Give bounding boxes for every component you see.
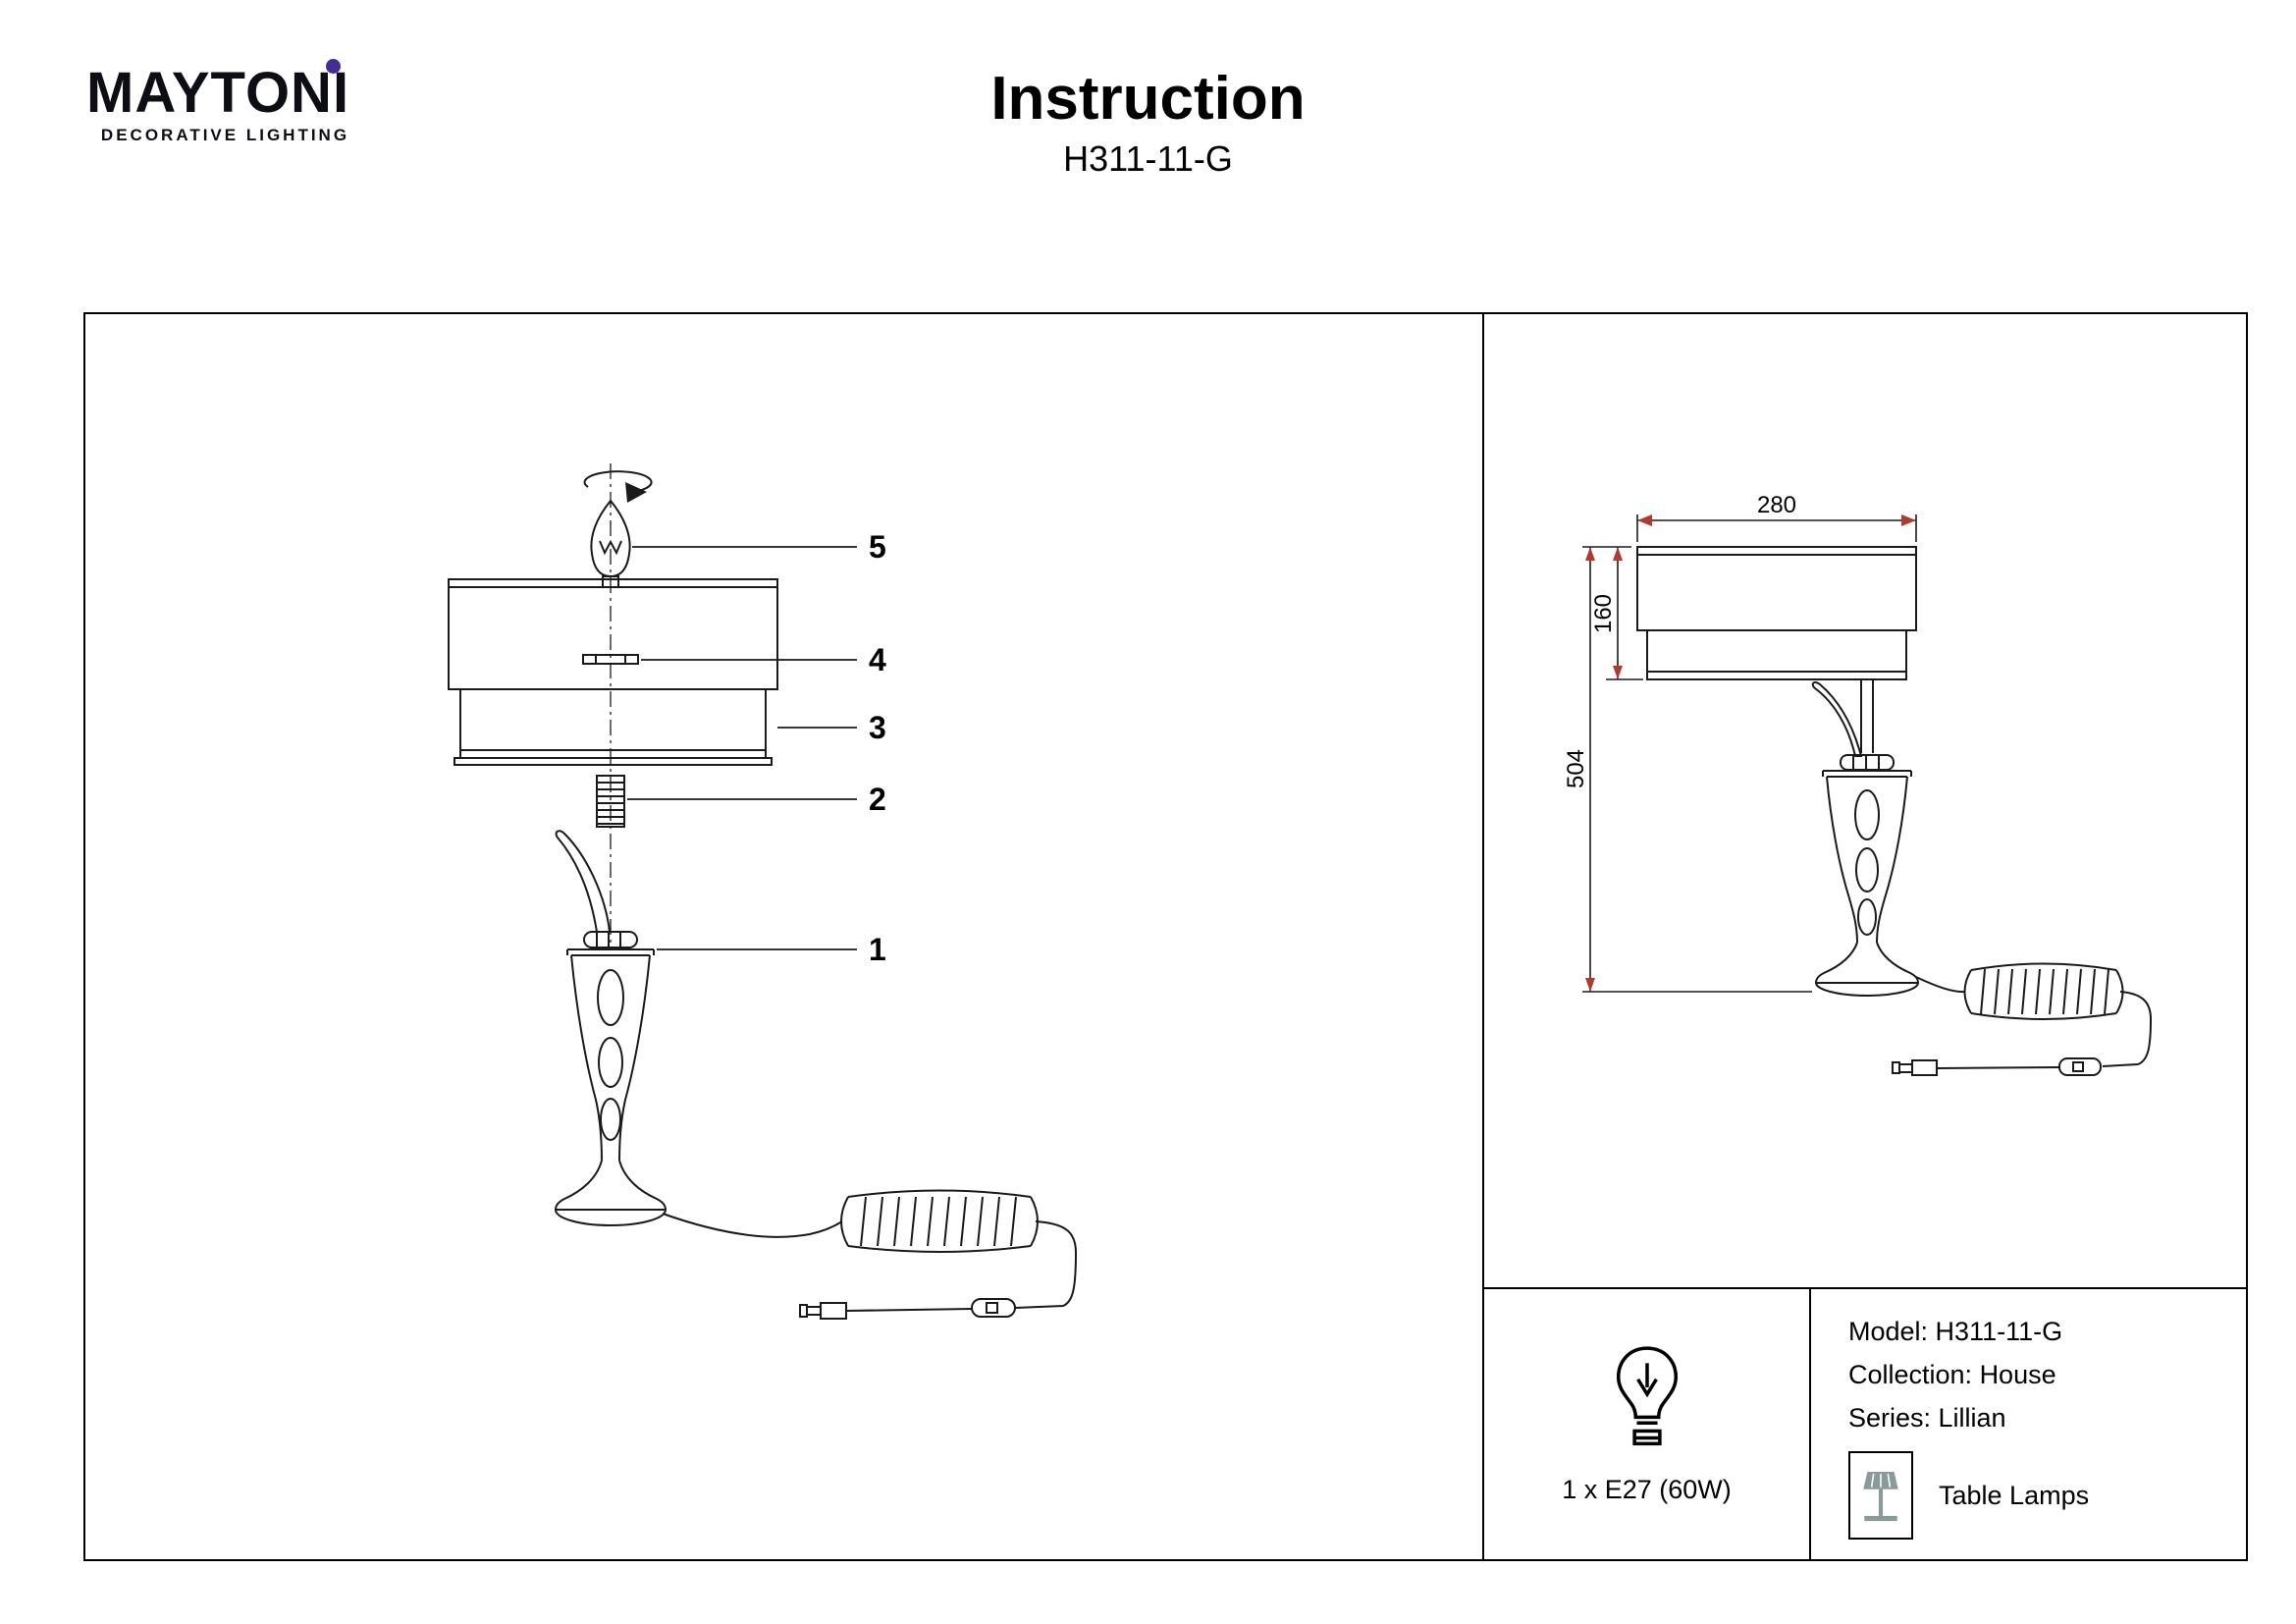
maytoni-logo: MAYTONI DECORATIVE LIGHTING (86, 59, 350, 145)
exploded-view-drawing: 5 4 3 2 1 (448, 463, 1078, 1320)
title-block: Instruction H311-11-G (0, 67, 2296, 180)
table-lamp-icon (1863, 1471, 1898, 1522)
page-title: Instruction (990, 65, 1306, 133)
dimension-width-label: 280 (1757, 492, 1796, 518)
part-label-2: 2 (869, 782, 886, 817)
model-number: H311-11-G (1063, 138, 1233, 180)
logo-dot-icon (326, 59, 342, 74)
inline-switch (971, 1298, 1016, 1318)
logo-wordmark: MAYTONI (86, 61, 350, 125)
dimensions-panel: 280 160 504 1 x E27 (60W) (1484, 312, 2248, 1561)
logo-tagline: DECORATIVE LIGHTING (100, 126, 350, 144)
bulb-icon (1616, 1346, 1678, 1446)
rotation-arrow-icon (583, 470, 653, 503)
dimension-arrows (1585, 514, 1916, 992)
model-line: Model: H311-11-G (1848, 1317, 2063, 1346)
power-cord-assembled (1892, 962, 2153, 1076)
dimension-drawing-area: 280 160 504 (1484, 314, 2246, 1287)
dimension-lines (1582, 514, 1917, 993)
assembled-body (1811, 679, 1919, 998)
product-type-row: Table Lamps (1848, 1451, 2246, 1540)
bulb-spec-cell: 1 x E27 (60W) (1484, 1289, 1811, 1559)
assembled-shade (1636, 546, 1917, 680)
collection-line: Collection: House (1848, 1360, 2056, 1389)
part-label-1: 1 (869, 932, 886, 967)
dimension-total-height-label: 504 (1563, 749, 1589, 788)
bulb-spec-text: 1 x E27 (60W) (1562, 1475, 1732, 1504)
power-plug-assembled (1892, 1059, 1938, 1076)
lamp-body-part (555, 830, 667, 1227)
shade-bracket-part (582, 654, 639, 665)
lampshade-part (448, 578, 778, 766)
threaded-rod-part (596, 775, 625, 828)
power-plug (799, 1302, 847, 1320)
exploded-view-panel: 5 4 3 2 1 (83, 312, 1484, 1561)
spec-row: 1 x E27 (60W) Model: H311-11-G Collectio… (1484, 1287, 2246, 1559)
leader-lines (627, 546, 857, 950)
part-label-5: 5 (869, 529, 886, 565)
table-lamp-icon-box (1848, 1451, 1913, 1540)
product-type-label: Table Lamps (1939, 1480, 2090, 1510)
dimension-shade-height-label: 160 (1590, 594, 1617, 633)
dimension-drawing: 280 160 504 (1563, 492, 2153, 1076)
power-cord (662, 1189, 1078, 1320)
part-label-4: 4 (869, 642, 886, 677)
product-info-cell: Model: H311-11-G Collection: House Serie… (1811, 1289, 2246, 1559)
series-line: Series: Lillian (1848, 1403, 2006, 1433)
part-label-3: 3 (869, 710, 886, 745)
inline-switch-assembled (2058, 1057, 2102, 1076)
